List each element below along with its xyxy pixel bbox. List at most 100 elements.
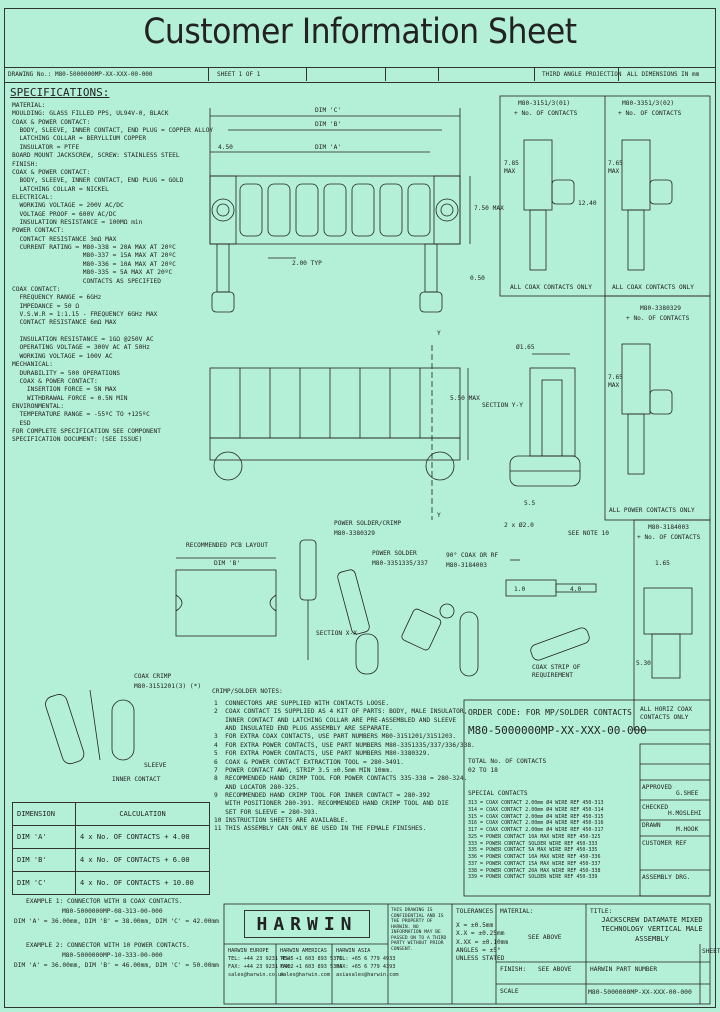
sheet-label: SHEET [702,948,720,955]
pcb-layout-label: RECOMMENDED PCB LAYOUT [186,542,268,549]
office-americas-tel: TEL: +1 603 893 5376 [280,956,343,962]
all-horiz: ALL HORIZ COAX CONTACTS ONLY [640,706,693,722]
spec-line: VOLTAGE PROOF = 600V AC/DC [12,210,117,218]
note-line: 1 CONNECTORS ARE SUPPLIED WITH CONTACTS … [214,700,390,707]
spec-line: FINISH: [12,160,39,168]
approved-by: G.SHEE [676,790,699,797]
special-contact-line: 315 = COAX CONTACT 2.00mm Ø4 WIRE REF 45… [468,813,604,820]
total-contacts-range: 02 TO 18 [468,767,498,774]
table-cell: 4 x No. OF CONTACTS + 6.00 [75,848,210,872]
office-europe: HARWIN EUROPE [228,948,269,954]
power-solder-pn: M80-3351335/337 [372,560,428,567]
material-value: SEE ABOVE [528,934,562,941]
dim-550: 5.50 MAX [450,395,480,402]
office-americas-fax: FAX: +1 603 893 5396 [280,964,343,970]
spec-line: IMPEDANCE = 50 Ω [12,302,80,310]
drawn-by: M.HOOK [676,826,699,833]
table-header-cell: CALCULATION [75,802,210,826]
scale-label: SCALE [500,988,519,995]
spec-line: FREQUENCY RANGE = 6GHz [12,294,102,302]
header-divider [618,67,619,81]
dim-12: 12.40 [578,200,597,207]
finish-label: FINISH: [500,966,527,973]
page-title: Customer Information Sheet [143,12,577,52]
spec-line: ESD [12,419,31,427]
note-line: AND LOCATOR 280-325. [214,783,300,791]
spec-line: COAX & POWER CONTACT: [12,377,98,385]
spec-line: MOULDING: GLASS FILLED PPS, UL94V-0, BLA… [12,110,169,118]
table-cell: 4 x No. OF CONTACTS + 10.00 [75,871,210,895]
customer-ref-label: CUSTOMER REF [642,840,687,847]
example-2-pn: M80-5000000MP-10-333-00-000 [62,952,163,959]
tolerances-label: TOLERANCES [456,908,494,915]
title-label: TITLE: [590,908,613,915]
contact-pn-4: M80-3184003 [648,524,689,531]
table-header-cell: DIMENSION [12,802,76,826]
dim-050: 0.50 [470,275,485,282]
notes-heading: CRIMP/SOLDER NOTES: [212,688,283,695]
spec-line: WORKING VOLTAGE = 200V AC/DC [12,202,124,210]
office-europe-fax: FAX: +44 23 9231 0402 [228,964,294,970]
special-contact-line: 335 = POWER CONTACT 5A MAX WIRE REF 450-… [468,847,598,854]
dim-750: 7.50 MAX [474,205,504,212]
checked-label: CHECKED [642,804,669,811]
spec-line: BODY, SLEEVE, INNER CONTACT, END PLUG = … [12,127,214,135]
spec-line: FOR COMPLETE SPECIFICATION SEE COMPONENT [12,428,162,436]
spec-line: DURABILITY = 500 OPERATIONS [12,369,121,377]
dim-55: 5.5 [524,500,536,507]
note-line: 10 INSTRUCTION SHEETS ARE AVAILABLE. [214,817,349,825]
table-cell: DIM 'A' [12,825,76,849]
harwin-part-label: HARWIN PART NUMBER [590,966,658,973]
office-asia-fax: FAX: +65 6 779 4393 [336,964,396,970]
special-contact-line: 313 = COAX CONTACT 2.00mm Ø4 WIRE REF 45… [468,800,604,806]
dim-450: 4.50 [218,144,233,151]
dim-10: 1.0 [514,586,526,593]
special-contact-line: 333 = POWER CONTACT SOLDER WIRE REF 450-… [468,840,598,847]
dim-b-label: DIM 'B' [315,121,342,128]
header-divider [306,67,307,81]
spec-line: WORKING VOLTAGE = 100V AC [12,352,113,360]
power-solder-label: POWER SOLDER [372,550,417,557]
note-line: SET FOR SLEEVE = 280-393. [214,808,319,816]
power-solder-crimp-pn: M80-3380329 [334,530,375,537]
contact-pn-2: M80-3351/3(02) [622,100,675,107]
table-row: DIM 'A' 4 x No. OF CONTACTS + 4.00 [12,825,210,849]
example-1-pn: M80-5000000MP-08-313-00-000 [62,908,163,915]
order-code: M80-5000000MP-XX-XXX-00-000 [468,724,647,737]
spec-line: OPERATING VOLTAGE = 300V AC AT 50Hz [12,344,150,352]
office-europe-email: sales@harwin.co.uk [228,972,285,978]
dim-b2-label: DIM 'B' [214,560,241,567]
header-strip: DRAWING No.: M80-5000000MP-XX-XXX-00-000… [4,67,716,83]
tolerance-line: X.X = ±0.25mm [456,930,505,938]
approved-label: APPROVED [642,784,672,791]
spec-line: INSERTION FORCE = 5N MAX [12,386,117,394]
contact-pn-3b: + No. OF CONTACTS [626,315,690,322]
dimension-table: DIMENSION CALCULATION DIM 'A' 4 x No. OF… [12,802,210,895]
spec-line: LATCHING COLLAR = BERYLLIUM COPPER [12,135,147,143]
spec-line: MATERIAL: [12,102,46,109]
confidential-note: THIS DRAWING IS CONFIDENTIAL AND IS THE … [391,908,447,952]
see-note-label: SEE NOTE 10 [568,530,609,537]
note-line: 5 FOR EXTRA POWER CONTACTS, USE PART NUM… [214,750,431,758]
special-contact-line: 338 = POWER CONTACT 20A MAX WIRE REF 450… [468,867,601,874]
special-contact-line: 336 = POWER CONTACT 10A MAX WIRE REF 450… [468,854,601,860]
spec-line: CURRENT RATING = M80-338 = 20A MAX AT 20… [12,244,176,252]
dim-200: 2.00 TYP [292,260,322,267]
harwin-logo: HARWIN [244,910,370,938]
table-row: DIM 'B' 4 x No. OF CONTACTS + 6.00 [12,848,210,872]
contact-detail-box-low [633,519,711,731]
dim-53: 5.30 [636,660,651,667]
notes-list: 1 CONNECTORS ARE SUPPLIED WITH CONTACTS … [214,700,475,834]
note-line: 7 POWER CONTACT AWG, STRIP 3.5 ±0.5mm MI… [214,766,393,774]
spec-line: CONTACT RESISTANCE 6mΩ MAX [12,319,117,327]
note-line: 4 FOR EXTRA POWER CONTACTS, USE PART NUM… [214,741,475,749]
assembly-drg-label: ASSEMBLY DRG. [642,874,691,881]
office-americas: HARWIN AMERICAS [280,948,327,954]
dim-c-label: DIM 'C' [315,107,342,114]
dim-165b: 1.65 [655,560,670,567]
spec-line: COAX & POWER CONTACT: [12,168,91,176]
drawing-number: DRAWING No.: M80-5000000MP-XX-XXX-00-000 [8,71,153,78]
specifications-heading: SPECIFICATIONS: [10,86,110,99]
section-x-label: SECTION X-X [316,630,357,637]
